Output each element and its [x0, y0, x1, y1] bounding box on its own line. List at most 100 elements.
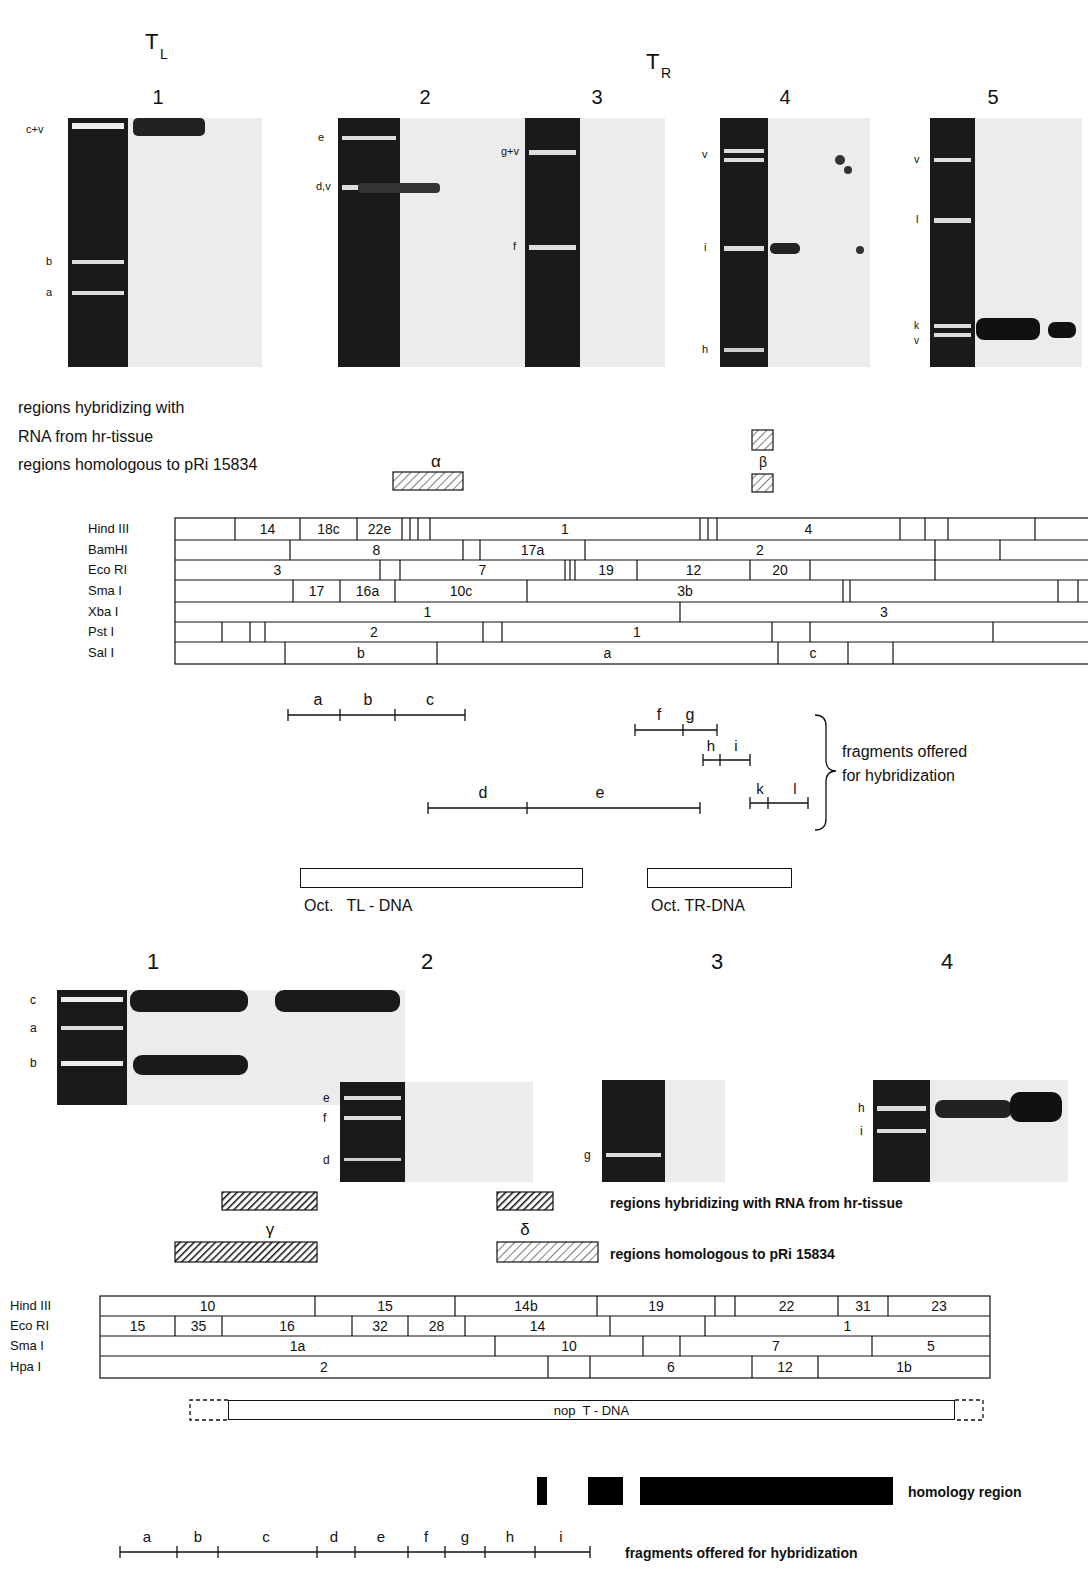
annotation-label: fragments offered	[842, 742, 967, 761]
fragment-label: Oct. TR-DNA	[651, 897, 745, 915]
annotation-label: δ	[520, 1220, 529, 1240]
annotation-label: i	[734, 737, 737, 755]
fragment-label: 20	[772, 562, 788, 578]
annotation-label: BamHI	[88, 542, 128, 558]
map-fragment: 31	[838, 1296, 888, 1316]
map-fragment: 22	[735, 1296, 838, 1316]
fragment-label: 23	[931, 1298, 947, 1314]
fragment-label: 17a	[521, 542, 544, 558]
map-fragment: 17	[293, 580, 340, 602]
annotation-label: 3	[591, 85, 602, 109]
annotation-label: Sma I	[10, 1338, 44, 1354]
map-fragment: 16	[222, 1316, 352, 1336]
map-fragment: 1	[175, 602, 680, 622]
fragment-label: 5	[927, 1338, 935, 1354]
annotation-label: b	[194, 1528, 202, 1546]
fragment-label: 15	[377, 1298, 393, 1314]
fragment-label: 14	[260, 521, 276, 537]
annotation-label: l	[793, 780, 796, 798]
annotation-label: a	[30, 1021, 37, 1035]
annotation-label: γ	[266, 1220, 275, 1240]
fragment-label: 19	[598, 562, 614, 578]
map-fragment: 3b	[527, 580, 843, 602]
annotation-label: 1	[152, 85, 163, 109]
gels-top	[68, 118, 1082, 367]
map-fragment: 17a	[480, 540, 585, 560]
map-fragment: 19	[597, 1296, 715, 1316]
fragment-label: 1	[844, 1318, 852, 1334]
map-fragment: b	[285, 642, 437, 664]
annotation-label: Hind III	[88, 521, 129, 537]
fragment-label: 32	[372, 1318, 388, 1334]
map-fragment: 15	[100, 1316, 175, 1336]
fragment-label: 1	[561, 521, 569, 537]
annotation-label: 1	[147, 949, 159, 975]
annotation-label: regions homologous to pRi 15834	[18, 455, 257, 474]
annotation-label: Hpa I	[10, 1359, 41, 1375]
map-fragment: 12	[752, 1356, 818, 1378]
fragment-label: Oct. TL - DNA	[304, 897, 412, 915]
annotation-label: a	[46, 286, 52, 299]
annotation-label: f	[657, 705, 661, 724]
fragment-label: 10	[561, 1338, 577, 1354]
map-fragment: 7	[680, 1336, 872, 1356]
annotation-label: homology region	[908, 1484, 1022, 1501]
t-dna-box: Oct. TL - DNA	[300, 868, 583, 888]
map-fragment: c	[778, 642, 848, 664]
annotation-label: v	[702, 148, 708, 161]
fragment-label: 16	[279, 1318, 295, 1334]
fragment-label: 2	[370, 624, 378, 640]
annotation-label: T	[646, 49, 659, 75]
annotation-label: d	[330, 1528, 338, 1546]
homology-blocks	[537, 1477, 893, 1505]
map-fragment: 3	[175, 560, 380, 580]
annotation-label: R	[661, 65, 671, 82]
restriction-map-top	[175, 518, 1088, 664]
map-fragment: 23	[888, 1296, 990, 1316]
annotation-label: Eco RI	[10, 1318, 49, 1334]
annotation-label: Xba I	[88, 604, 118, 620]
fragment-label: b	[357, 645, 365, 661]
fragment-label: 3	[274, 562, 282, 578]
annotation-label: b	[364, 690, 373, 709]
restriction-map-bottom	[100, 1296, 990, 1378]
fragment-label: 22	[779, 1298, 795, 1314]
map-fragment: 14	[235, 518, 300, 540]
map-fragment: 35	[175, 1316, 222, 1336]
annotation-label: Eco RI	[88, 562, 127, 578]
map-fragment: 3	[680, 602, 1088, 622]
gels-bottom	[57, 990, 1068, 1182]
annotation-label: α	[431, 452, 441, 472]
annotation-label: i	[704, 241, 706, 254]
annotation-label: 2	[419, 85, 430, 109]
annotation-label: d	[323, 1153, 330, 1167]
map-fragment: 14	[465, 1316, 610, 1336]
annotation-label: g	[686, 705, 695, 724]
map-fragment: 19	[575, 560, 637, 580]
map-fragment: 6	[590, 1356, 752, 1378]
annotation-label: b	[30, 1056, 37, 1070]
map-fragment: 32	[352, 1316, 408, 1336]
fragment-label: 8	[373, 542, 381, 558]
hatched-regions	[175, 430, 773, 1262]
map-fragment: 1	[430, 518, 700, 540]
annotation-label: regions hybridizing with RNA from hr-tis…	[610, 1195, 903, 1212]
annotation-label: v	[914, 335, 919, 347]
map-fragment: 1	[705, 1316, 990, 1336]
fragment-label: 31	[855, 1298, 871, 1314]
map-fragment: 22e	[357, 518, 402, 540]
annotation-label: regions homologous to pRi 15834	[610, 1246, 835, 1263]
annotation-label: c	[30, 993, 36, 1007]
annotation-label: c+v	[26, 123, 43, 136]
fragment-label: 10c	[450, 583, 473, 599]
fragment-label: nop T - DNA	[554, 1403, 629, 1418]
annotation-label: f	[323, 1111, 326, 1125]
fragment-label: 19	[648, 1298, 664, 1314]
annotation-label: Hind III	[10, 1298, 51, 1314]
annotation-label: 5	[987, 85, 998, 109]
map-fragment: 5	[872, 1336, 990, 1356]
fragment-label: 17	[309, 583, 325, 599]
annotation-label: Sal I	[88, 645, 114, 661]
map-fragment: 4	[717, 518, 900, 540]
